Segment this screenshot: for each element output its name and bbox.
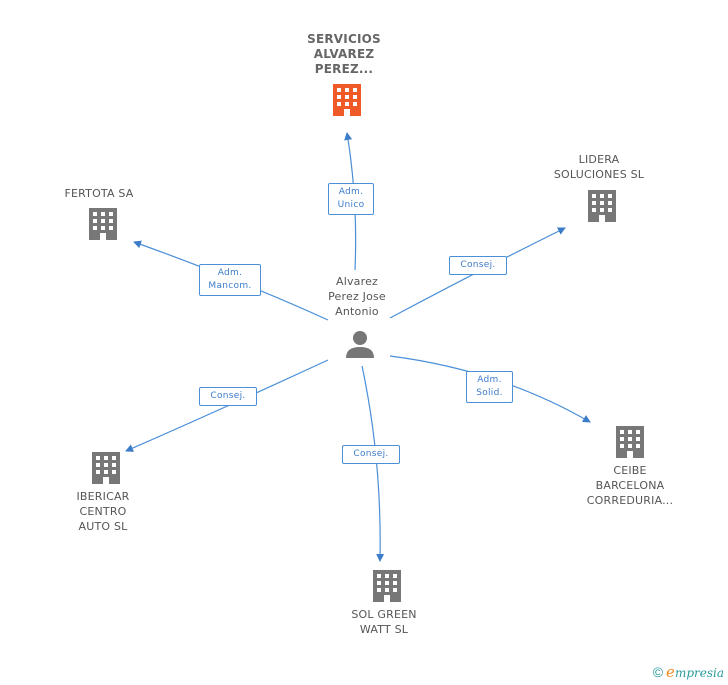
company-label-fertota[interactable]: FERTOTA SA	[49, 186, 149, 201]
relation-label-line: Consej.	[460, 260, 496, 270]
company-label-line: AUTO SL	[78, 520, 128, 533]
company-label-ibericar[interactable]: IBERICAR CENTRO AUTO SL	[53, 489, 153, 534]
relation-label-line: Solid.	[476, 388, 503, 398]
company-label-line: FERTOTA SA	[64, 187, 134, 200]
relation-label-ceibe[interactable]: Adm. Solid.	[466, 371, 513, 403]
company-label-line: WATT SL	[359, 623, 409, 636]
building-icon-ibericar[interactable]	[92, 452, 120, 484]
company-label-line: ALVAREZ	[313, 47, 375, 61]
relation-label-solgreen[interactable]: Consej.	[342, 445, 400, 464]
company-label-line: SERVICIOS	[307, 32, 381, 46]
relation-label-ibericar[interactable]: Consej.	[199, 387, 257, 406]
company-label-line: LIDERA	[578, 153, 620, 166]
person-label[interactable]: Alvarez Perez Jose Antonio	[307, 274, 407, 319]
company-label-line: BARCELONA	[595, 479, 665, 492]
person-label-line: Perez Jose	[328, 290, 386, 303]
company-label-line: CENTRO	[79, 505, 127, 518]
relation-label-servicios[interactable]: Adm. Unico	[328, 183, 374, 215]
building-icon-ceibe[interactable]	[616, 426, 644, 458]
brand-footer: ©empresia	[653, 663, 724, 681]
company-label-line: CEIBE	[613, 464, 647, 477]
relation-label-lidera[interactable]: Consej.	[449, 256, 507, 275]
building-icon-fertota[interactable]	[89, 208, 117, 240]
person-icon[interactable]	[346, 331, 374, 358]
edge-ibericar	[125, 359, 329, 452]
company-label-line: PEREZ...	[314, 62, 374, 76]
person-label-line: Antonio	[335, 305, 379, 318]
company-label-solgreen[interactable]: SOL GREEN WATT SL	[334, 607, 434, 637]
relation-label-line: Mancom.	[208, 281, 252, 291]
brand-logo-initial: e	[666, 663, 675, 681]
person-label-line: Alvarez	[335, 275, 379, 288]
company-label-ceibe[interactable]: CEIBE BARCELONA CORREDURIA...	[571, 463, 689, 508]
building-icon-lidera[interactable]	[588, 190, 616, 222]
relation-label-fertota[interactable]: Adm. Mancom.	[199, 264, 261, 296]
company-label-servicios[interactable]: SERVICIOS ALVAREZ PEREZ...	[294, 32, 394, 77]
brand-logo-text: mpresia	[674, 666, 724, 680]
relation-label-line: Consej.	[353, 449, 389, 459]
building-icon-solgreen[interactable]	[373, 570, 401, 602]
relation-label-line: Adm.	[477, 375, 502, 385]
building-icon-servicios[interactable]	[333, 84, 361, 116]
copyright-symbol: ©	[652, 664, 664, 680]
relation-label-line: Adm.	[338, 187, 364, 197]
relation-label-line: Consej.	[210, 391, 246, 401]
company-label-line: IBERICAR	[76, 490, 130, 503]
relation-label-line: Adm.	[217, 268, 243, 278]
company-label-line: SOLUCIONES SL	[553, 168, 645, 181]
company-label-lidera[interactable]: LIDERA SOLUCIONES SL	[540, 152, 658, 182]
company-label-line: SOL GREEN	[351, 608, 417, 621]
relation-label-line: Unico	[337, 200, 365, 210]
company-label-line: CORREDURIA...	[586, 494, 674, 507]
